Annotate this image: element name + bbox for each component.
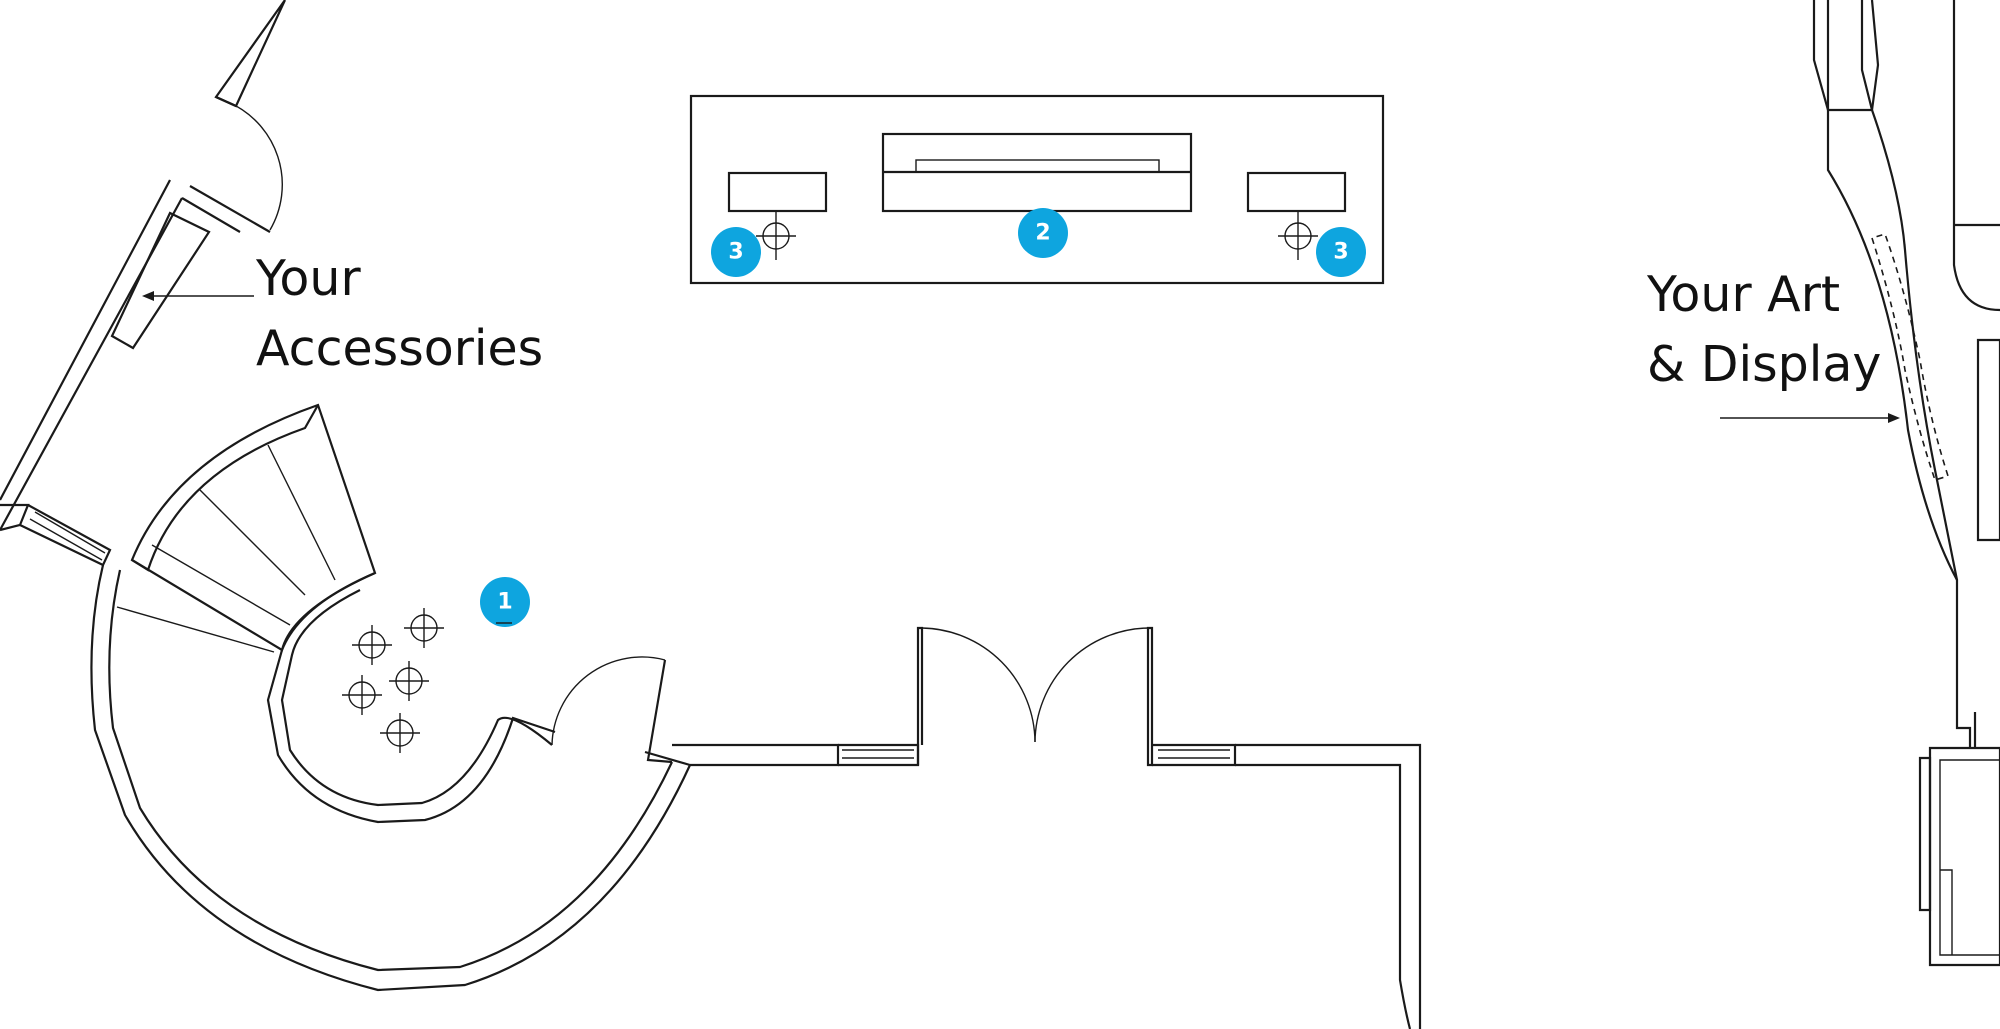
art-display-label: Your Art & Display	[1647, 260, 1881, 400]
marker-3-right[interactable]: 3	[1316, 227, 1366, 277]
accessories-label: Your Accessories	[256, 244, 543, 384]
light-fixture	[389, 661, 429, 701]
light-fixture	[1278, 211, 1318, 260]
marker-3-left-circle	[711, 227, 761, 277]
upper-left-wall	[0, 0, 286, 567]
marker-2-circle	[1018, 208, 1068, 258]
marker-1[interactable]: 1	[480, 577, 530, 627]
accessories-label-line1: Your	[256, 250, 361, 307]
marker-1-circle	[480, 577, 530, 627]
spiral-staircase	[90, 403, 692, 992]
light-fixture	[380, 713, 420, 753]
light-fixture	[342, 675, 382, 715]
speaker-left	[727, 171, 828, 213]
art-display-label-line2: & Display	[1647, 336, 1882, 393]
marker-3-left-number: 3	[728, 240, 743, 265]
light-fixture	[352, 625, 392, 665]
right-wall	[1812, 0, 2000, 967]
marker-3-left[interactable]: 3	[711, 227, 761, 277]
light-fixture	[756, 211, 796, 260]
accessories-label-line2: Accessories	[256, 320, 544, 377]
bottom-wall	[672, 626, 1422, 1029]
marker-3-right-circle	[1316, 227, 1366, 277]
accessories-arrow	[142, 291, 254, 301]
marker-3-right-number: 3	[1333, 240, 1348, 265]
stair-lights	[342, 608, 444, 753]
speaker-right	[1246, 171, 1347, 213]
marker-2-number: 2	[1035, 221, 1050, 246]
marker-2[interactable]: 2	[1018, 208, 1068, 258]
art-display-arrow	[1720, 413, 1900, 423]
accessories-cabinet	[110, 211, 211, 350]
marker-1-number: 1	[497, 590, 512, 615]
art-display-label-line1: Your Art	[1647, 266, 1841, 323]
light-fixture	[404, 608, 444, 648]
